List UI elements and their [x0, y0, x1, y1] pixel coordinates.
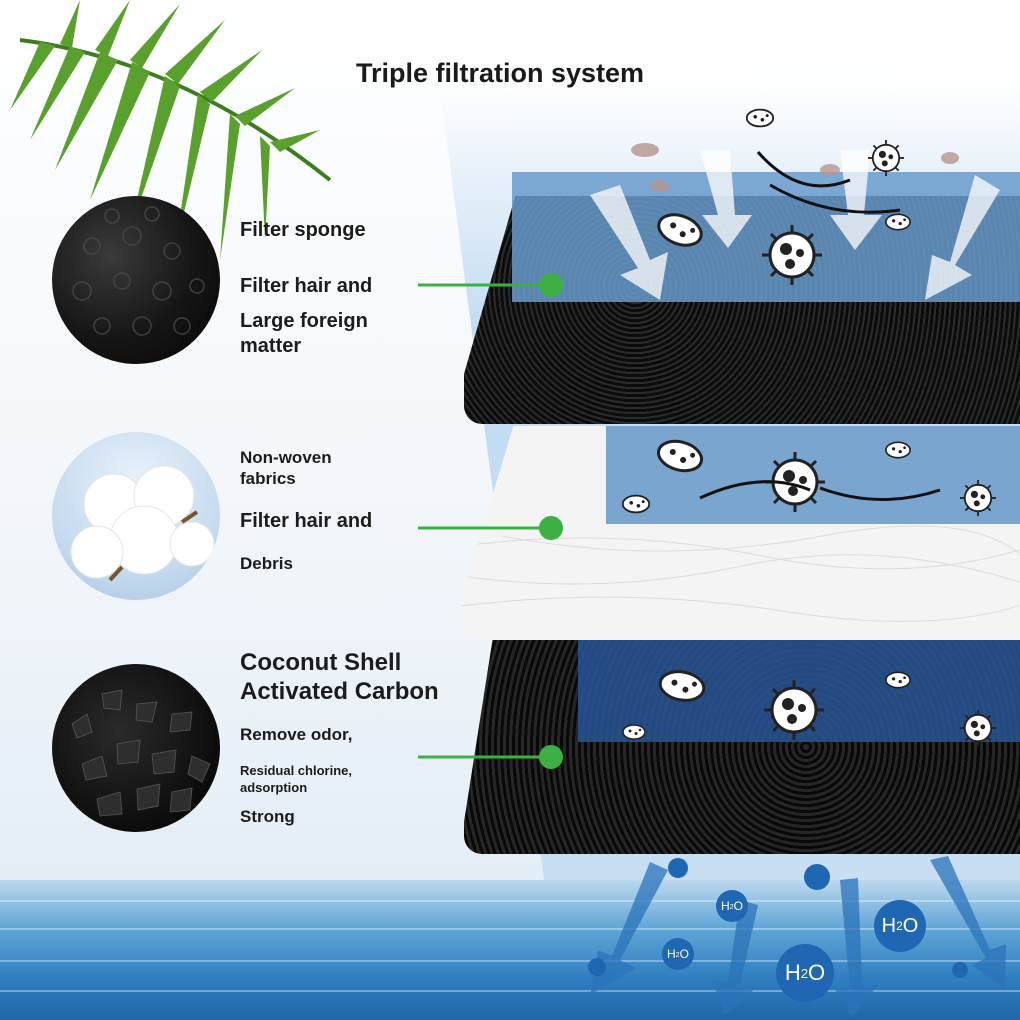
palm-leaf-icon: [10, 0, 332, 260]
cotton-material-image: [52, 432, 220, 600]
carbon-desc: Remove odor,: [240, 725, 353, 744]
water-drop-icon: [952, 962, 968, 978]
sponge-desc: matter: [240, 335, 302, 357]
nonwoven-desc: Debris: [240, 554, 293, 573]
nonwoven-name: Non-woven: [240, 448, 332, 467]
carbon-material-image: [52, 664, 220, 832]
sea-wave: [0, 900, 1020, 902]
carbon-desc: Strong: [240, 807, 295, 826]
carbon-name: Activated Carbon: [240, 678, 439, 705]
carbon-desc: Residual chlorine,: [240, 763, 352, 778]
carbon-granules: [71, 689, 211, 817]
water-drop-icon: [804, 864, 830, 890]
germ-icon: [622, 666, 997, 747]
page-title: Triple filtration system: [355, 58, 645, 88]
sponge-name: Filter sponge: [240, 219, 366, 241]
nonwoven-name: fabrics: [240, 469, 296, 488]
nonwoven-desc: Filter hair and: [240, 510, 373, 532]
germ-icon: [621, 435, 997, 517]
water-drop-icon: [668, 858, 688, 878]
sponge-texture: [72, 206, 205, 336]
sea-wave: [0, 990, 1020, 992]
sea-wave: [0, 928, 1020, 930]
arrow-down-icon: [590, 856, 1006, 1018]
carbon-name: Coconut Shell: [240, 649, 402, 676]
germ-icon: [653, 108, 911, 287]
sponge-desc: Filter hair and: [240, 275, 373, 297]
sea-wave: [0, 960, 1020, 962]
sponge-desc: Large foreign: [240, 310, 368, 332]
sponge-material-image: [52, 196, 220, 364]
cotton-balls: [70, 465, 215, 582]
water-drop-icon: [588, 958, 606, 976]
carbon-desc: adsorption: [240, 780, 308, 795]
